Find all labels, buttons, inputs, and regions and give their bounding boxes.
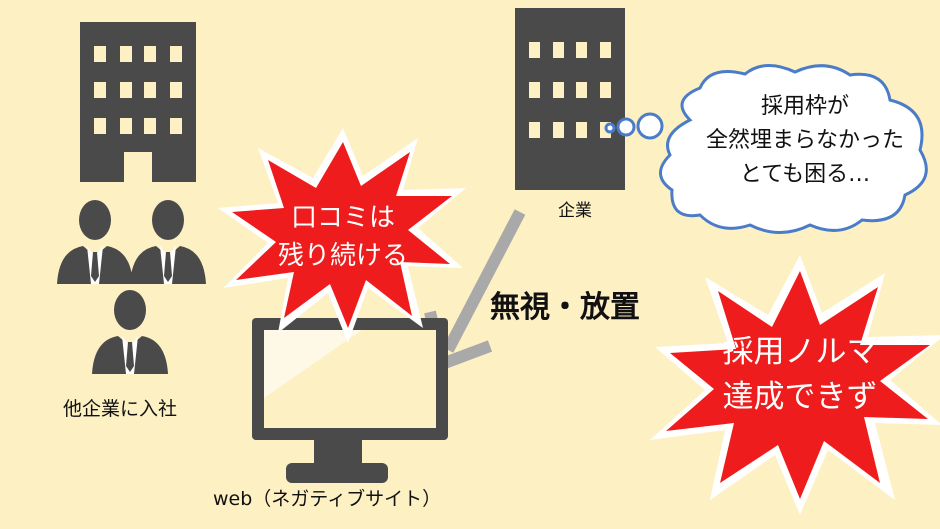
thought-line: 全然埋まらなかった — [705, 128, 904, 154]
burst-line: 口コミは — [290, 203, 395, 233]
building-icon-left — [80, 22, 196, 182]
monitor-icon — [252, 318, 448, 483]
burst-quota — [650, 255, 940, 515]
person-icon — [92, 290, 168, 374]
burst-line: 達成できず — [722, 378, 878, 415]
thought-line: 採用枠が — [760, 94, 849, 119]
thought-bubble — [604, 64, 928, 234]
burst-reviews — [218, 128, 466, 343]
thought-line: とても困る… — [739, 162, 871, 188]
burst-line: 採用ノルマ — [722, 334, 878, 370]
other-company-label: 他企業に入社 — [63, 398, 178, 420]
person-icon — [130, 200, 206, 284]
company-label: 企業 — [558, 201, 592, 221]
web-label: web（ネガティブサイト） — [213, 488, 442, 510]
ignore-label: 無視・放置 — [490, 290, 640, 325]
burst-quota-text: 採用ノルマ 達成できず — [700, 330, 900, 420]
thought-text: 採用枠が 全然埋まらなかった とても困る… — [690, 90, 920, 192]
burst-reviews-text: 口コミは 残り続ける — [263, 200, 423, 275]
burst-line: 残り続ける — [277, 240, 408, 271]
building-icon-company — [515, 8, 625, 190]
person-icon — [57, 200, 133, 284]
